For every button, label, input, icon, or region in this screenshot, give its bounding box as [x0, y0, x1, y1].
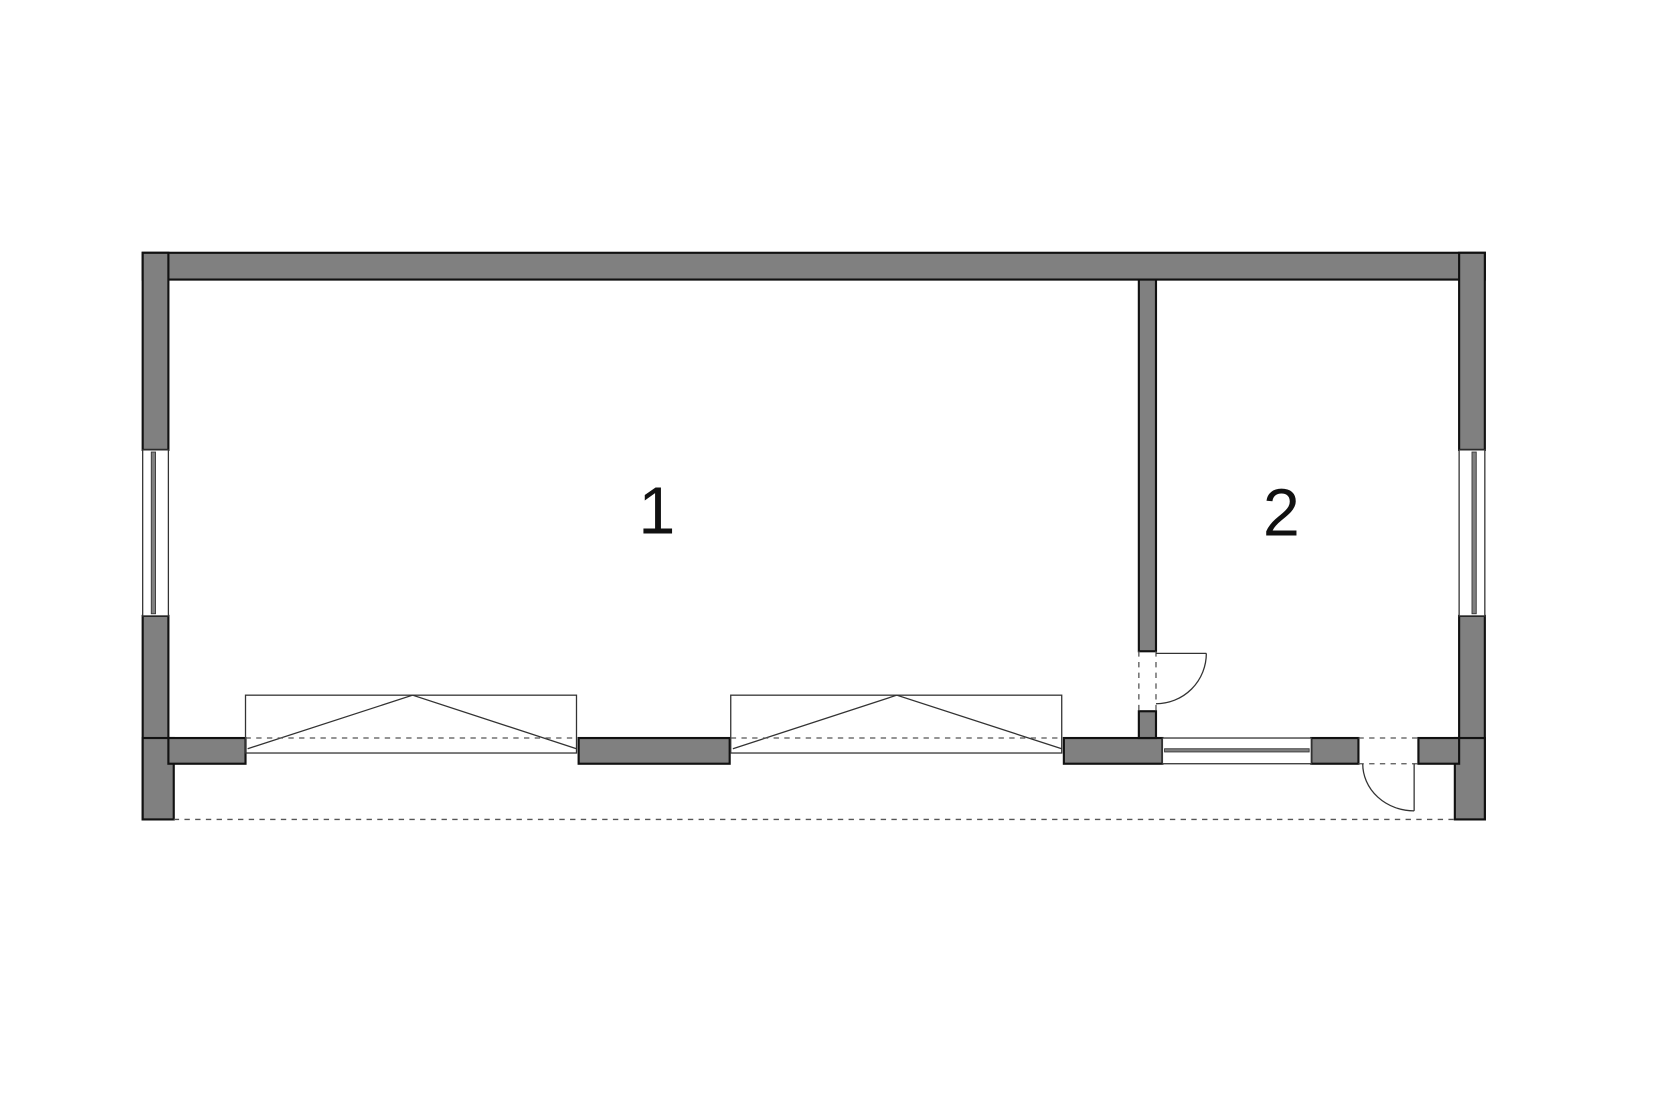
interior-door [1138, 651, 1207, 712]
window-left [142, 449, 170, 617]
bottom-wall-seg-3 [1062, 736, 1164, 765]
bottom-wall-seg-1 [167, 736, 247, 765]
bottom-wall-seg-5 [1417, 736, 1461, 765]
top-wall [141, 251, 1486, 281]
bottom-wall-seg-4 [1310, 736, 1360, 765]
room-label-2: 2 [1263, 477, 1300, 551]
room-label-1: 1 [638, 474, 675, 548]
garage-door-1 [244, 694, 578, 754]
partition-wall-lower [1137, 710, 1158, 740]
window-right [1458, 449, 1486, 617]
window-bottom [1161, 737, 1312, 765]
left-wall-upper [141, 251, 170, 451]
bottom-wall-seg-2 [577, 736, 731, 765]
garage-door-2 [730, 694, 1063, 754]
partition-wall-upper [1137, 278, 1158, 653]
exterior-door [1358, 737, 1419, 812]
right-wall-upper [1458, 251, 1486, 451]
